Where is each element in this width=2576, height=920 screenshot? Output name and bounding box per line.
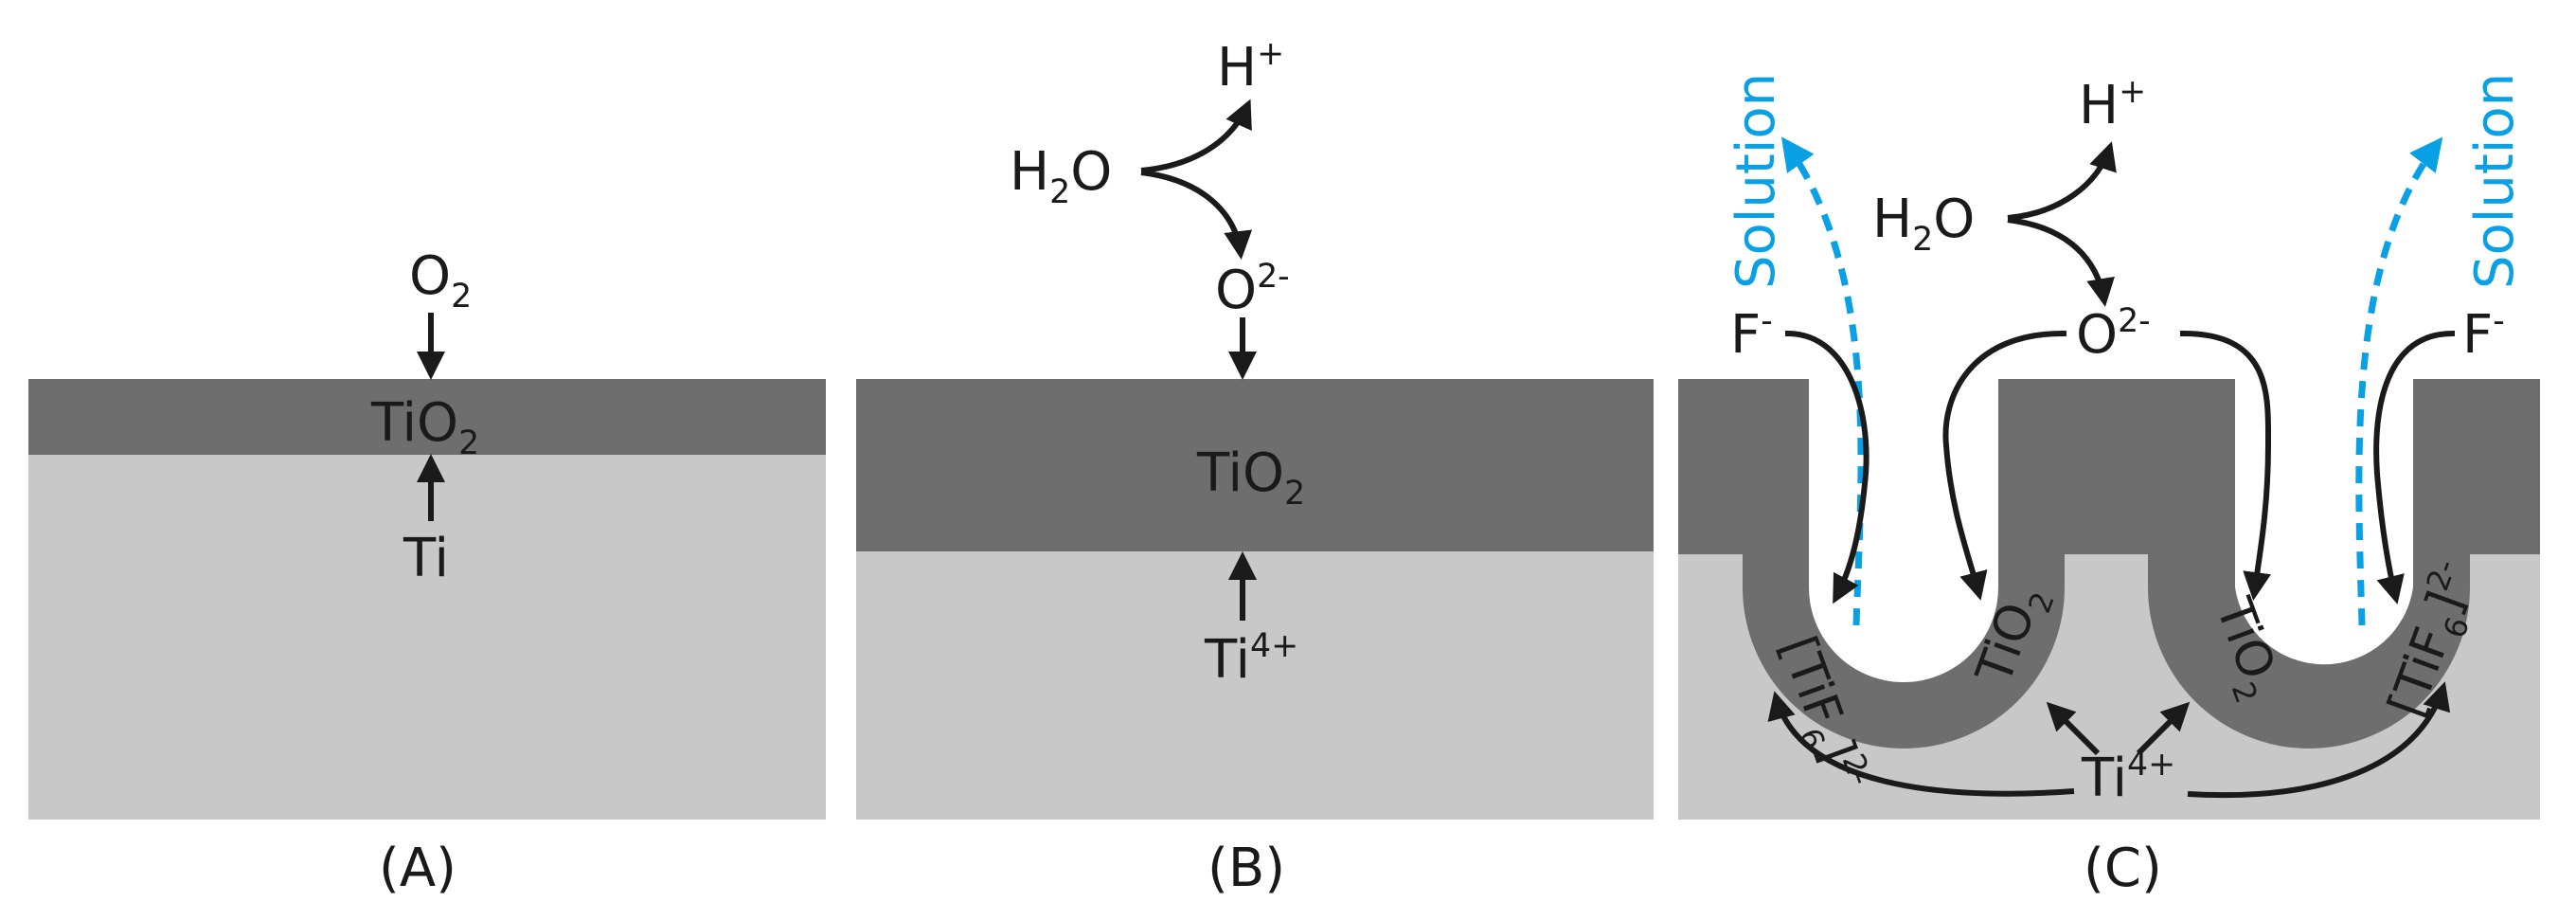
panel-b: H+ H2O O2- TiO2 Ti4+ (B) — [856, 35, 1654, 899]
fluoride-arrow-right — [2373, 330, 2456, 604]
tio2-label-c-left: TiO2 — [1965, 577, 2061, 695]
fluoride-arrow-left — [1784, 330, 1869, 604]
caption-b: (B) — [1208, 838, 1285, 899]
titanium-label-a: Ti — [402, 528, 449, 589]
h-plus-arrow-b — [1140, 99, 1252, 173]
oxygen-label-a: O2 — [409, 245, 472, 316]
titanium-ion-label-c: Ti4+ — [2081, 746, 2175, 809]
water-label-b: H2O — [1010, 141, 1112, 211]
oxide-top-right — [2413, 379, 2540, 554]
solution-label-left: Solution — [1726, 73, 1787, 289]
metal-under-left — [1678, 554, 1741, 820]
panel-c: Solution Solution H+ H2O O2- F- F- [TiF6… — [1678, 0, 2540, 899]
h-plus-label-b: H+ — [1217, 35, 1284, 99]
oxide-layer-b — [856, 379, 1654, 551]
panel-a: O2 TiO2 Ti (A) — [28, 245, 826, 899]
oxide-ion-arrow-left-pore — [1942, 330, 2067, 601]
solution-arrow-left — [1780, 136, 1865, 626]
solution-region — [1678, 0, 2540, 379]
titanium-ion-label-b: Ti4+ — [1204, 627, 1298, 691]
caption-a: (A) — [379, 838, 456, 899]
oxide-ion-arrow-c — [2007, 217, 2115, 307]
h-plus-label-c: H+ — [2079, 73, 2146, 136]
oxide-top-middle — [1998, 379, 2235, 554]
h-plus-arrow-c — [2007, 141, 2117, 221]
oxide-ion-arrow-right-pore — [2179, 330, 2272, 601]
oxide-ion-arrow-b — [1140, 170, 1253, 260]
fluoride-label-right: F- — [2462, 302, 2505, 366]
solution-label-right: Solution — [2464, 73, 2526, 289]
titanium-ion-arrow-mid-left — [2046, 701, 2101, 756]
caption-c: (C) — [2084, 838, 2162, 899]
tio2-label-b: TiO2 — [1196, 442, 1305, 513]
solution-arrow-right — [2355, 136, 2443, 626]
titanium-ion-arrow-far-left — [1767, 691, 2075, 797]
titanium-ion-arrow-far-right — [2187, 681, 2451, 799]
metal-under-middle — [2066, 554, 2146, 573]
water-label-c: H2O — [1872, 189, 1975, 259]
oxide-ion-label-b: O2- — [1215, 258, 1290, 321]
oxide-ion-label-c: O2- — [2076, 302, 2151, 366]
titanium-ion-arrow-mid-right — [2136, 701, 2191, 756]
tio2-label-a: TiO2 — [370, 392, 479, 462]
oxide-top-left — [1678, 379, 1809, 554]
metal-under-right — [2474, 554, 2540, 820]
oxide-layer-a — [28, 379, 826, 455]
fluoride-label-left: F- — [1730, 302, 1773, 366]
